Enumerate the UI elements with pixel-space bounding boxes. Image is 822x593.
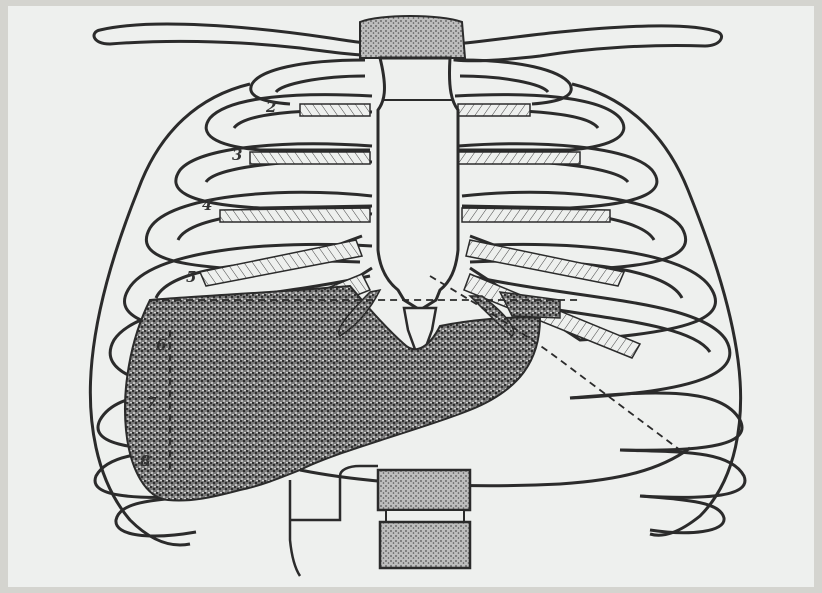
clavicle-right	[455, 26, 722, 61]
rib-label-7: 7	[146, 394, 157, 412]
rib-label-2: 2	[265, 98, 276, 116]
stomach-contour	[290, 466, 378, 576]
vertebra	[378, 470, 470, 568]
sternum	[378, 58, 458, 310]
manubrium-top	[360, 16, 465, 58]
rib-label-6: 6	[156, 336, 167, 354]
rib-label-3: 3	[232, 146, 242, 164]
rib-label-5: 5	[186, 268, 196, 286]
liver-region	[125, 286, 540, 501]
rib-label-8: 8	[140, 452, 151, 470]
rib-label-4: 4	[202, 196, 212, 214]
clavicle-left	[94, 24, 385, 56]
